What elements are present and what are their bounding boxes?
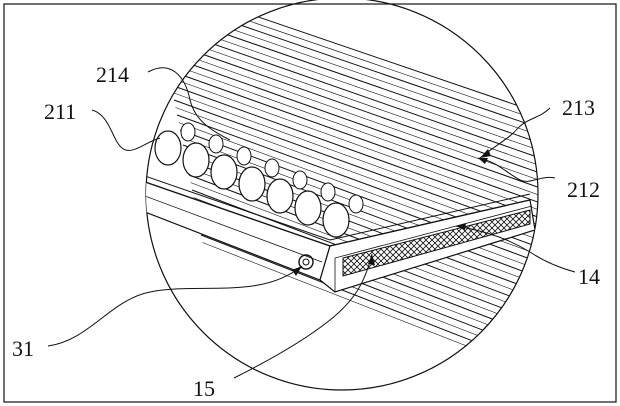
roller-row	[154, 122, 364, 238]
label-214: 214	[96, 62, 129, 87]
leader-213	[479, 107, 551, 159]
leader-212	[477, 157, 556, 182]
leader-15	[233, 253, 373, 379]
bed-stripe	[157, 17, 538, 158]
label-212: 212	[567, 177, 600, 202]
bed-stripe	[167, 69, 538, 211]
bed-stripe	[161, 39, 538, 181]
roller	[294, 190, 322, 226]
arrow-14	[456, 223, 466, 230]
bed-stripe	[166, 62, 538, 203]
roller	[182, 142, 210, 178]
roller-hub	[320, 182, 336, 202]
roller	[322, 202, 350, 238]
roller-hub	[236, 146, 252, 166]
roller-hub	[264, 158, 280, 178]
label-211: 211	[44, 99, 76, 124]
roller-hub	[348, 194, 364, 214]
label-213: 213	[562, 95, 595, 120]
roller	[154, 130, 182, 166]
bed-stripe	[149, 0, 538, 121]
roller-hub	[180, 122, 196, 142]
leader-214	[147, 67, 231, 141]
leader-211	[91, 109, 161, 151]
arrow-212	[478, 158, 488, 164]
roller-hub	[292, 170, 308, 190]
roller	[266, 178, 294, 214]
leader-14	[455, 225, 576, 273]
bolt-hole	[298, 254, 314, 270]
label-14: 14	[578, 264, 600, 289]
drawing-frame	[3, 3, 617, 403]
bed-stripe	[169, 77, 538, 218]
side-plate-right-line	[334, 205, 533, 292]
roller-hub	[208, 134, 224, 154]
roller	[210, 154, 238, 190]
mesh-strip	[342, 209, 531, 277]
label-15: 15	[193, 376, 215, 401]
side-plate-left-line	[146, 195, 323, 263]
frame-top-inner-edge	[146, 175, 531, 241]
bed-stripe	[164, 54, 538, 196]
leader-31	[47, 265, 303, 347]
arrow-31	[292, 266, 302, 276]
label-31: 31	[12, 336, 34, 361]
bolt-hole-inner	[302, 258, 310, 266]
arrow-15	[368, 254, 375, 265]
bed-stripe	[160, 32, 538, 173]
arrowheads	[292, 149, 491, 276]
roller	[238, 166, 266, 202]
bed-stripe	[158, 24, 538, 166]
bed-stripe	[163, 47, 538, 188]
arrow-213	[480, 149, 491, 158]
leader-lines	[47, 67, 576, 379]
roller-bed-stripes	[149, 0, 538, 383]
